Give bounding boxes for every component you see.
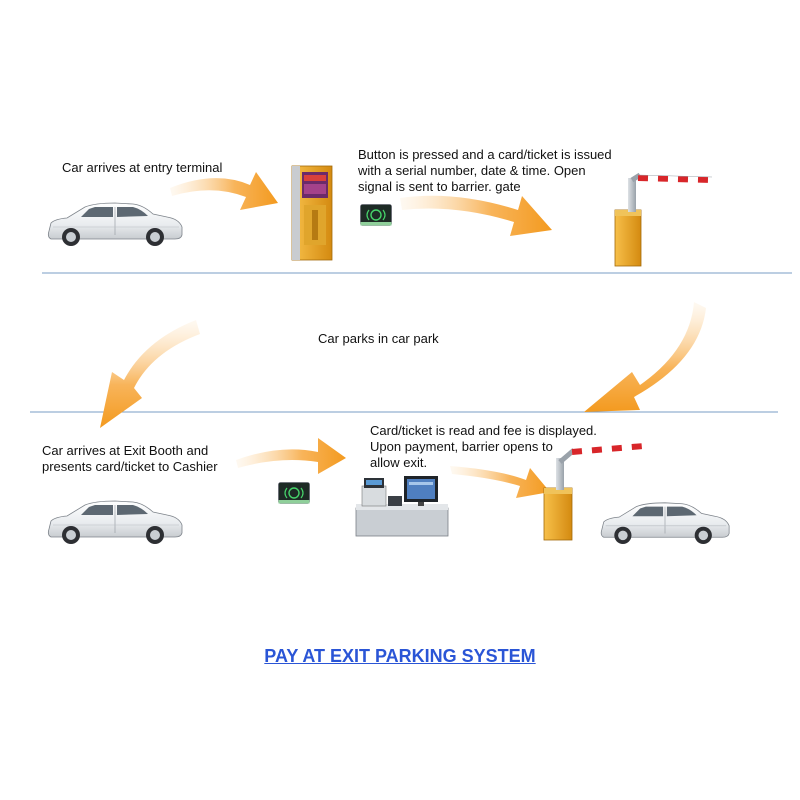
step-exit-booth-line-2: presents card/ticket to Cashier <box>42 459 218 474</box>
step-read-fee-line-3: allow exit. <box>370 455 428 470</box>
car-entry-icon <box>47 202 183 247</box>
step-parks-text: Car parks in car park <box>318 331 439 347</box>
step-read-fee-text: Card/ticket is read and fee is displayed… <box>370 423 597 471</box>
step-issue-line-2: with a serial number, date & time. Open <box>358 163 586 178</box>
arrow-exit-to-booth <box>236 438 346 474</box>
arrow-to-carpark-left <box>100 320 200 428</box>
exit-barrier-gate-icon <box>543 443 645 541</box>
arrow-to-carpark-right <box>584 302 706 412</box>
cashier-booth-icon <box>355 476 449 537</box>
step-issue-line-3: signal is sent to barrier. gate <box>358 179 521 194</box>
car-leaving-icon <box>600 502 730 545</box>
car-exit-booth-icon <box>47 500 183 545</box>
step-read-fee-line-2: Upon payment, barrier opens to <box>370 439 553 454</box>
arrow-terminal-to-barrier <box>400 195 552 236</box>
ticket-card-exit-icon <box>278 482 310 504</box>
page-title: PAY AT EXIT PARKING SYSTEM <box>264 646 536 666</box>
step-issue-line-1: Button is pressed and a card/ticket is i… <box>358 147 612 162</box>
arrow-booth-to-barrier <box>450 466 550 498</box>
entry-terminal-icon <box>291 165 333 261</box>
step-entry-text: Car arrives at entry terminal <box>62 160 222 176</box>
step-issue-text: Button is pressed and a card/ticket is i… <box>358 147 612 195</box>
arrow-entry-to-terminal <box>170 172 278 210</box>
step-read-fee-line-1: Card/ticket is read and fee is displayed… <box>370 423 597 438</box>
step-exit-booth-line-1: Car arrives at Exit Booth and <box>42 443 209 458</box>
entry-barrier-gate-icon <box>614 172 713 267</box>
step-entry-line: Car arrives at entry terminal <box>62 160 223 175</box>
step-exit-booth-text: Car arrives at Exit Booth and presents c… <box>42 443 218 475</box>
ticket-card-entry-icon <box>360 204 392 226</box>
step-parks-line: Car parks in car park <box>318 331 439 346</box>
